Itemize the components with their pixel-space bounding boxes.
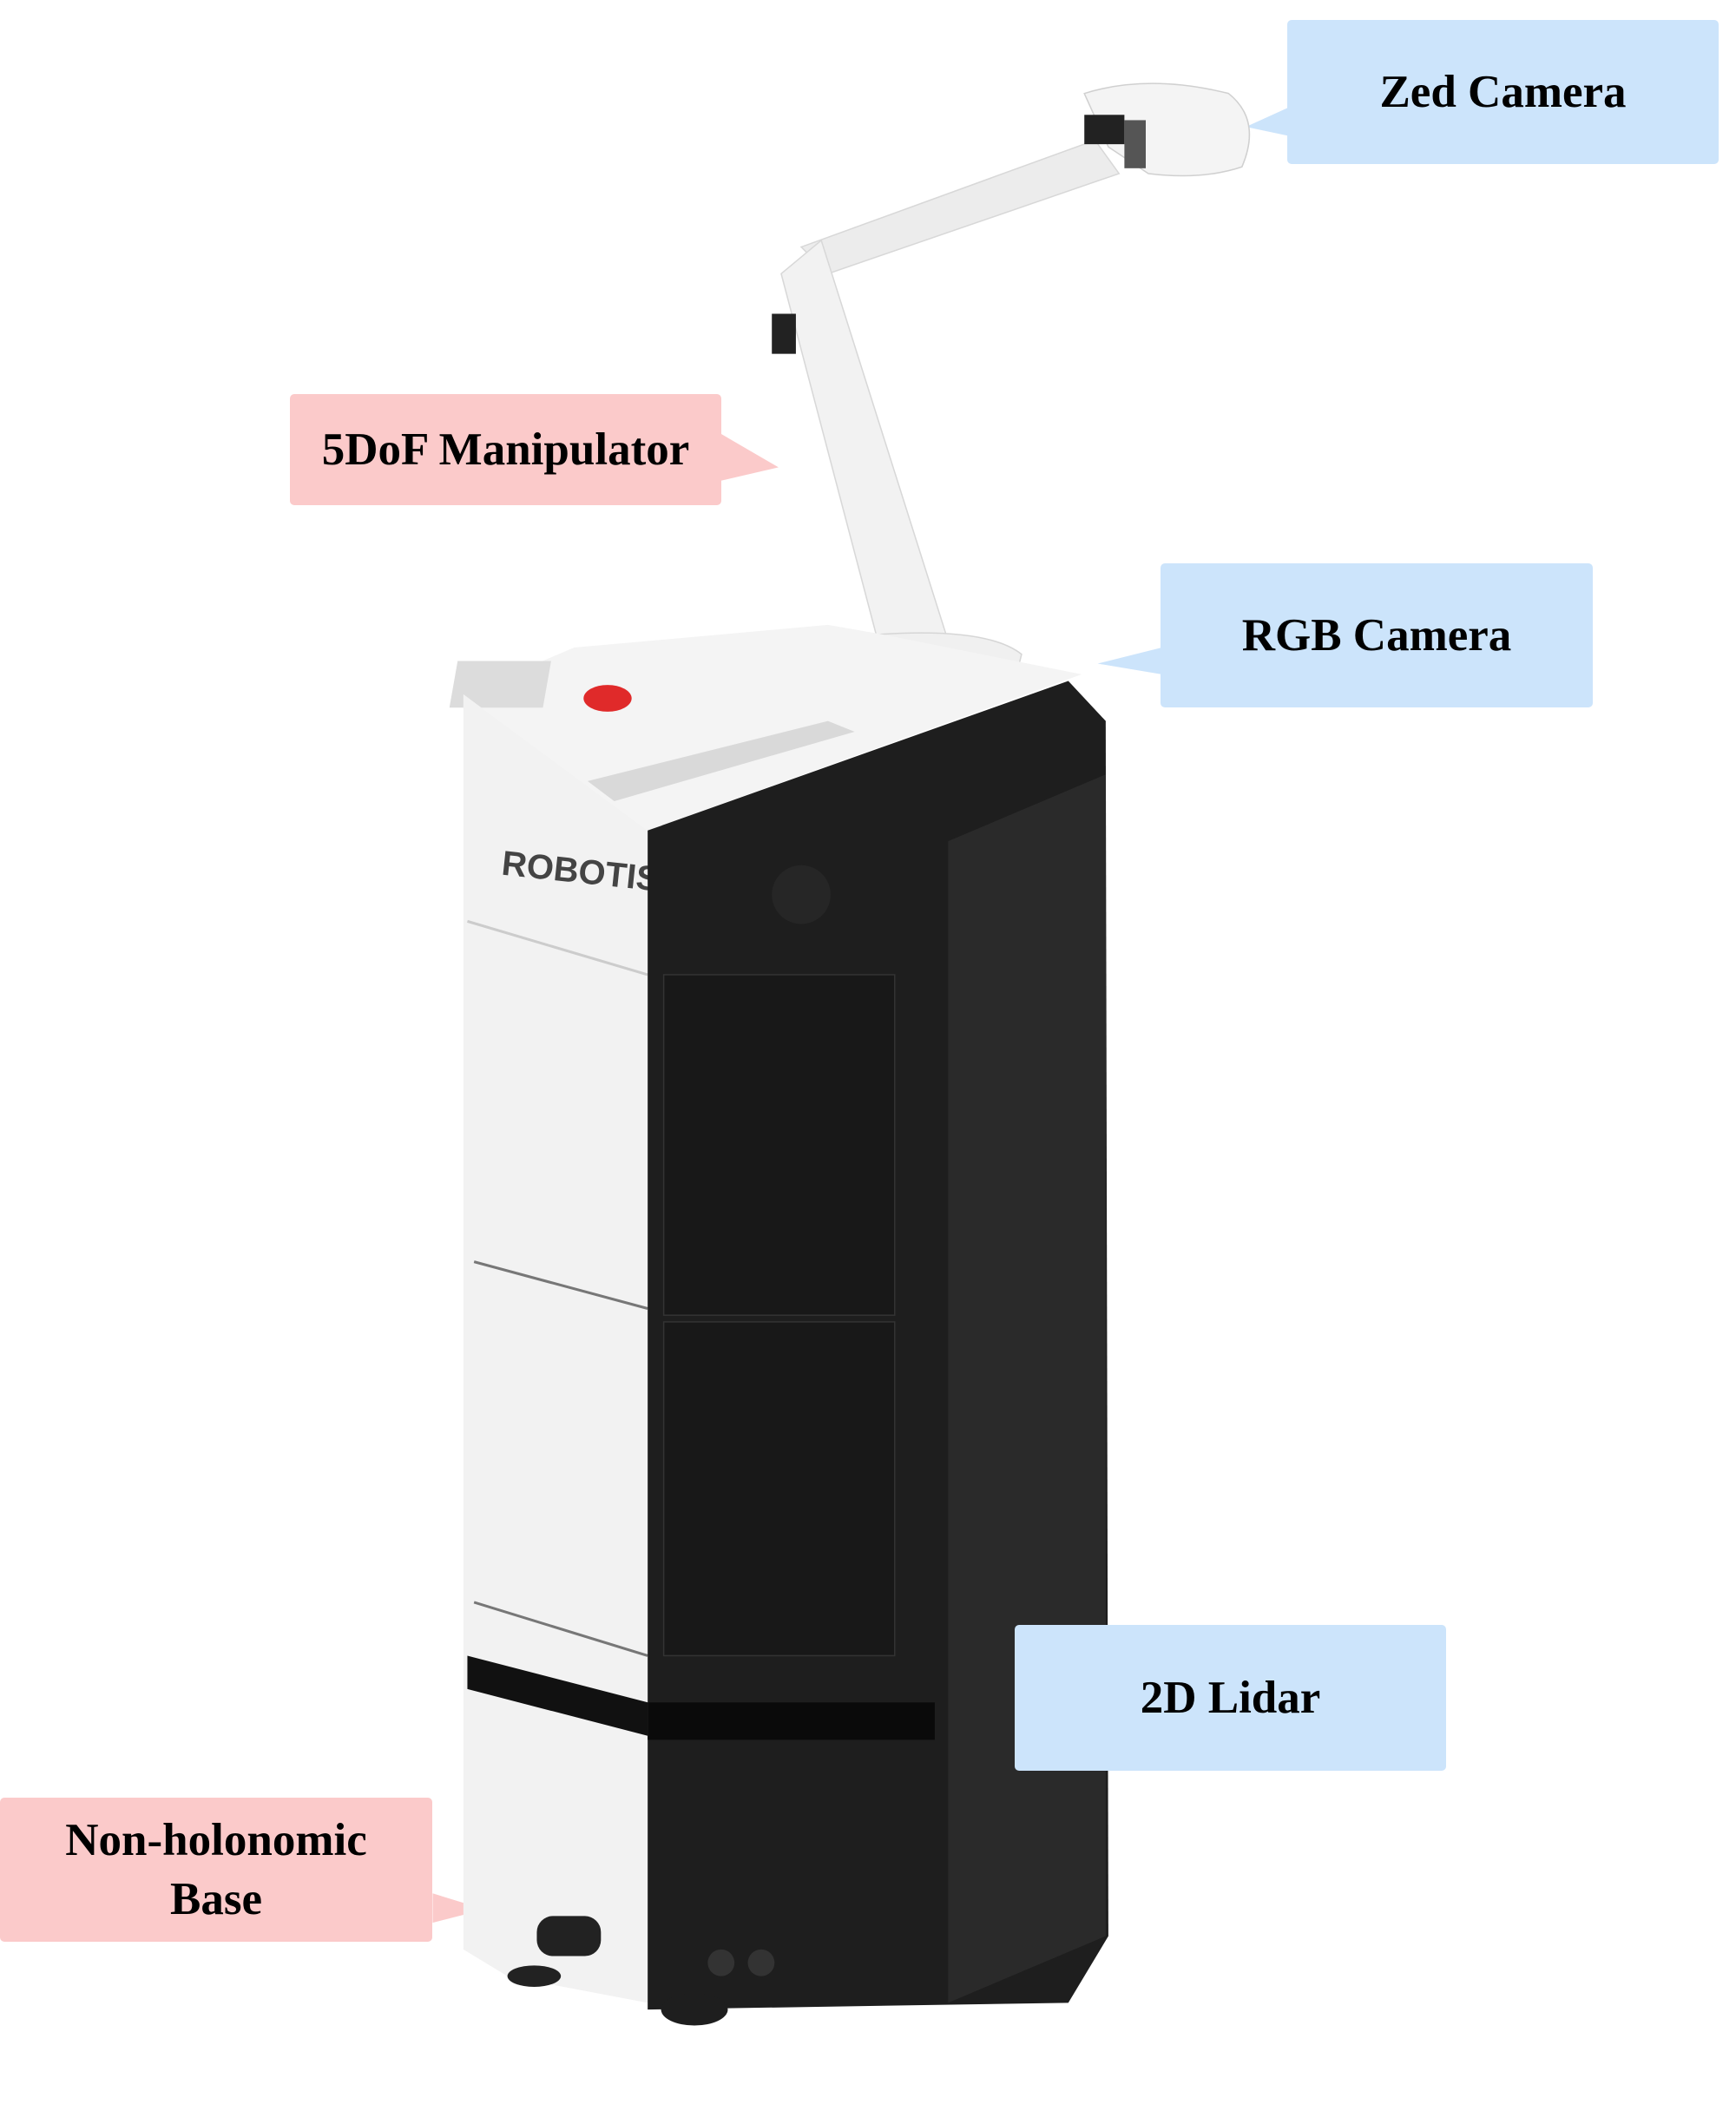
base-label: Non-holonomic Base	[0, 1798, 432, 1942]
zed-pointer	[1246, 107, 1291, 136]
manipulator-pointer	[720, 433, 779, 481]
zed-camera-label: Zed Camera	[1287, 20, 1719, 164]
lidar-label: 2D Lidar	[1015, 1625, 1446, 1771]
rgb-pointer	[1097, 648, 1162, 674]
manipulator-label: 5DoF Manipulator	[290, 394, 721, 505]
rgb-camera-label: RGB Camera	[1161, 563, 1593, 707]
base-handle	[536, 1916, 602, 1956]
base-pointer	[432, 1893, 485, 1924]
emergency-stop-button	[583, 685, 632, 712]
